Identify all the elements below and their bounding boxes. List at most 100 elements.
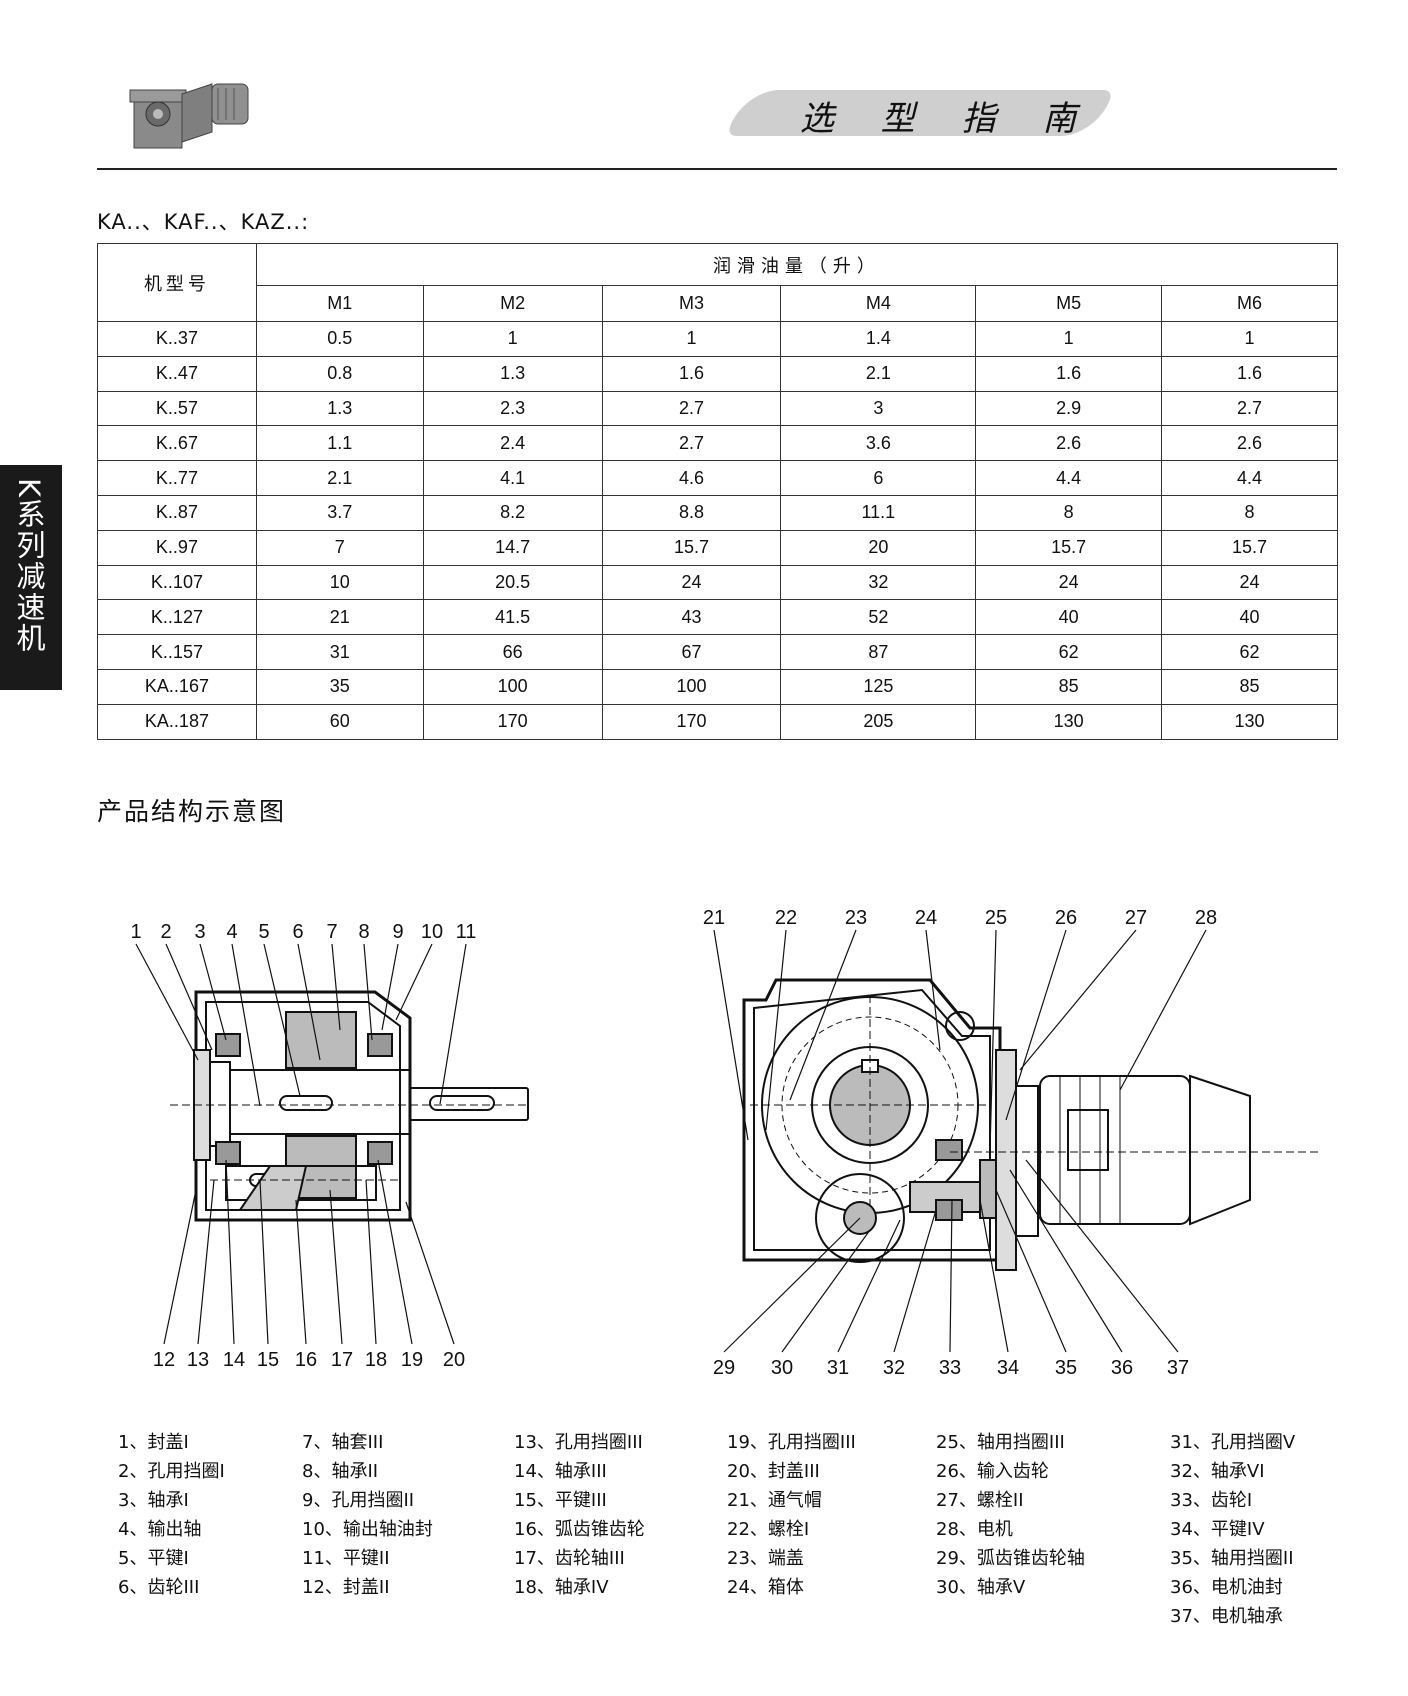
value-cell: 8.8 [601,494,782,531]
legend-item: 11、平键II [302,1548,390,1569]
left-section-diagram [170,990,530,1222]
oil-group-header: 润滑油量（升） [255,243,1339,286]
legend-item: 1、封盖I [118,1432,189,1453]
leader-line [381,943,399,1031]
side-tab [0,465,62,690]
value-cell: 20.5 [422,564,603,601]
header-divider [97,168,1337,170]
value-cell: 2.9 [975,390,1163,427]
column-header-m1: M1 [255,285,424,322]
model-cell: K..67 [97,425,257,462]
value-cell: 20 [780,529,977,566]
legend-item: 18、轴承IV [514,1577,609,1598]
value-cell: 2.7 [1161,390,1338,427]
column-header-m4: M4 [780,285,977,322]
value-cell: 1.6 [1161,355,1338,392]
model-cell: K..97 [97,529,257,566]
value-cell: 1.3 [255,390,424,427]
value-cell: 43 [601,599,782,636]
value-cell: 100 [601,668,782,705]
legend-item: 14、轴承III [514,1461,607,1482]
callout-number: 10 [421,921,443,943]
value-cell: 15.7 [601,529,782,566]
value-cell: 2.4 [422,425,603,462]
value-cell: 15.7 [975,529,1163,566]
callout-number: 12 [153,1349,175,1371]
value-cell: 24 [975,564,1163,601]
leader-line [163,1189,197,1345]
value-cell: 130 [975,703,1163,740]
leader-line [225,1159,235,1345]
legend-item: 6、齿轮III [118,1577,200,1598]
value-cell: 40 [975,599,1163,636]
value-cell: 14.7 [422,529,603,566]
value-cell: 21 [255,599,424,636]
model-cell: K..77 [97,460,257,496]
leader-line [995,1189,1067,1353]
column-header-m3: M3 [601,285,782,322]
legend-item: 33、齿轮I [1170,1490,1253,1511]
leader-line [837,1219,901,1353]
leader-line [363,943,373,1041]
value-cell: 66 [422,634,603,670]
leader-line [295,1199,307,1345]
leader-line [331,943,341,1031]
value-cell: 2.6 [975,425,1163,462]
value-cell: 7 [255,529,424,566]
value-cell: 52 [780,599,977,636]
legend-item: 27、螺栓II [936,1490,1024,1511]
structure-title: 产品结构示意图 [97,797,287,826]
value-cell: 1.6 [975,355,1163,392]
value-cell: 62 [975,634,1163,670]
value-cell: 1 [975,321,1163,357]
leader-line [135,943,199,1061]
leader-line [439,943,467,1105]
legend-item: 4、输出轴 [118,1519,202,1540]
value-cell: 1 [1161,321,1338,357]
callout-number: 4 [226,921,237,943]
leader-line [329,1189,343,1345]
column-header-m2: M2 [422,285,603,322]
value-cell: 100 [422,668,603,705]
legend-item: 24、箱体 [727,1577,804,1598]
callout-number: 28 [1195,907,1217,929]
column-header-m5: M5 [975,285,1163,322]
value-cell: 62 [1161,634,1338,670]
value-cell: 2.3 [422,390,603,427]
callout-number: 30 [771,1357,793,1379]
value-cell: 170 [601,703,782,740]
leader-line [263,943,301,1097]
legend-item: 13、孔用挡圈III [514,1432,643,1453]
value-cell: 24 [601,564,782,601]
legend-item: 37、电机轴承 [1170,1606,1283,1627]
callout-number: 23 [845,907,867,929]
leader-line [893,1209,937,1353]
leader-line [925,929,941,1051]
callout-number: 20 [443,1349,465,1371]
value-cell: 2.1 [780,355,977,392]
callout-number: 17 [331,1349,353,1371]
leader-line [989,929,997,1151]
callout-number: 16 [295,1349,317,1371]
model-cell: K..87 [97,494,257,531]
leader-line [949,1199,953,1353]
value-cell: 31 [255,634,424,670]
value-cell: 4.6 [601,460,782,496]
leader-line [231,943,261,1107]
legend-item: 9、孔用挡圈II [302,1490,415,1511]
callout-number: 24 [915,907,937,929]
value-cell: 85 [1161,668,1338,705]
model-header: 机型号 [97,243,257,322]
value-cell: 40 [1161,599,1338,636]
leader-line [1025,1159,1179,1353]
value-cell: 6 [780,460,977,496]
